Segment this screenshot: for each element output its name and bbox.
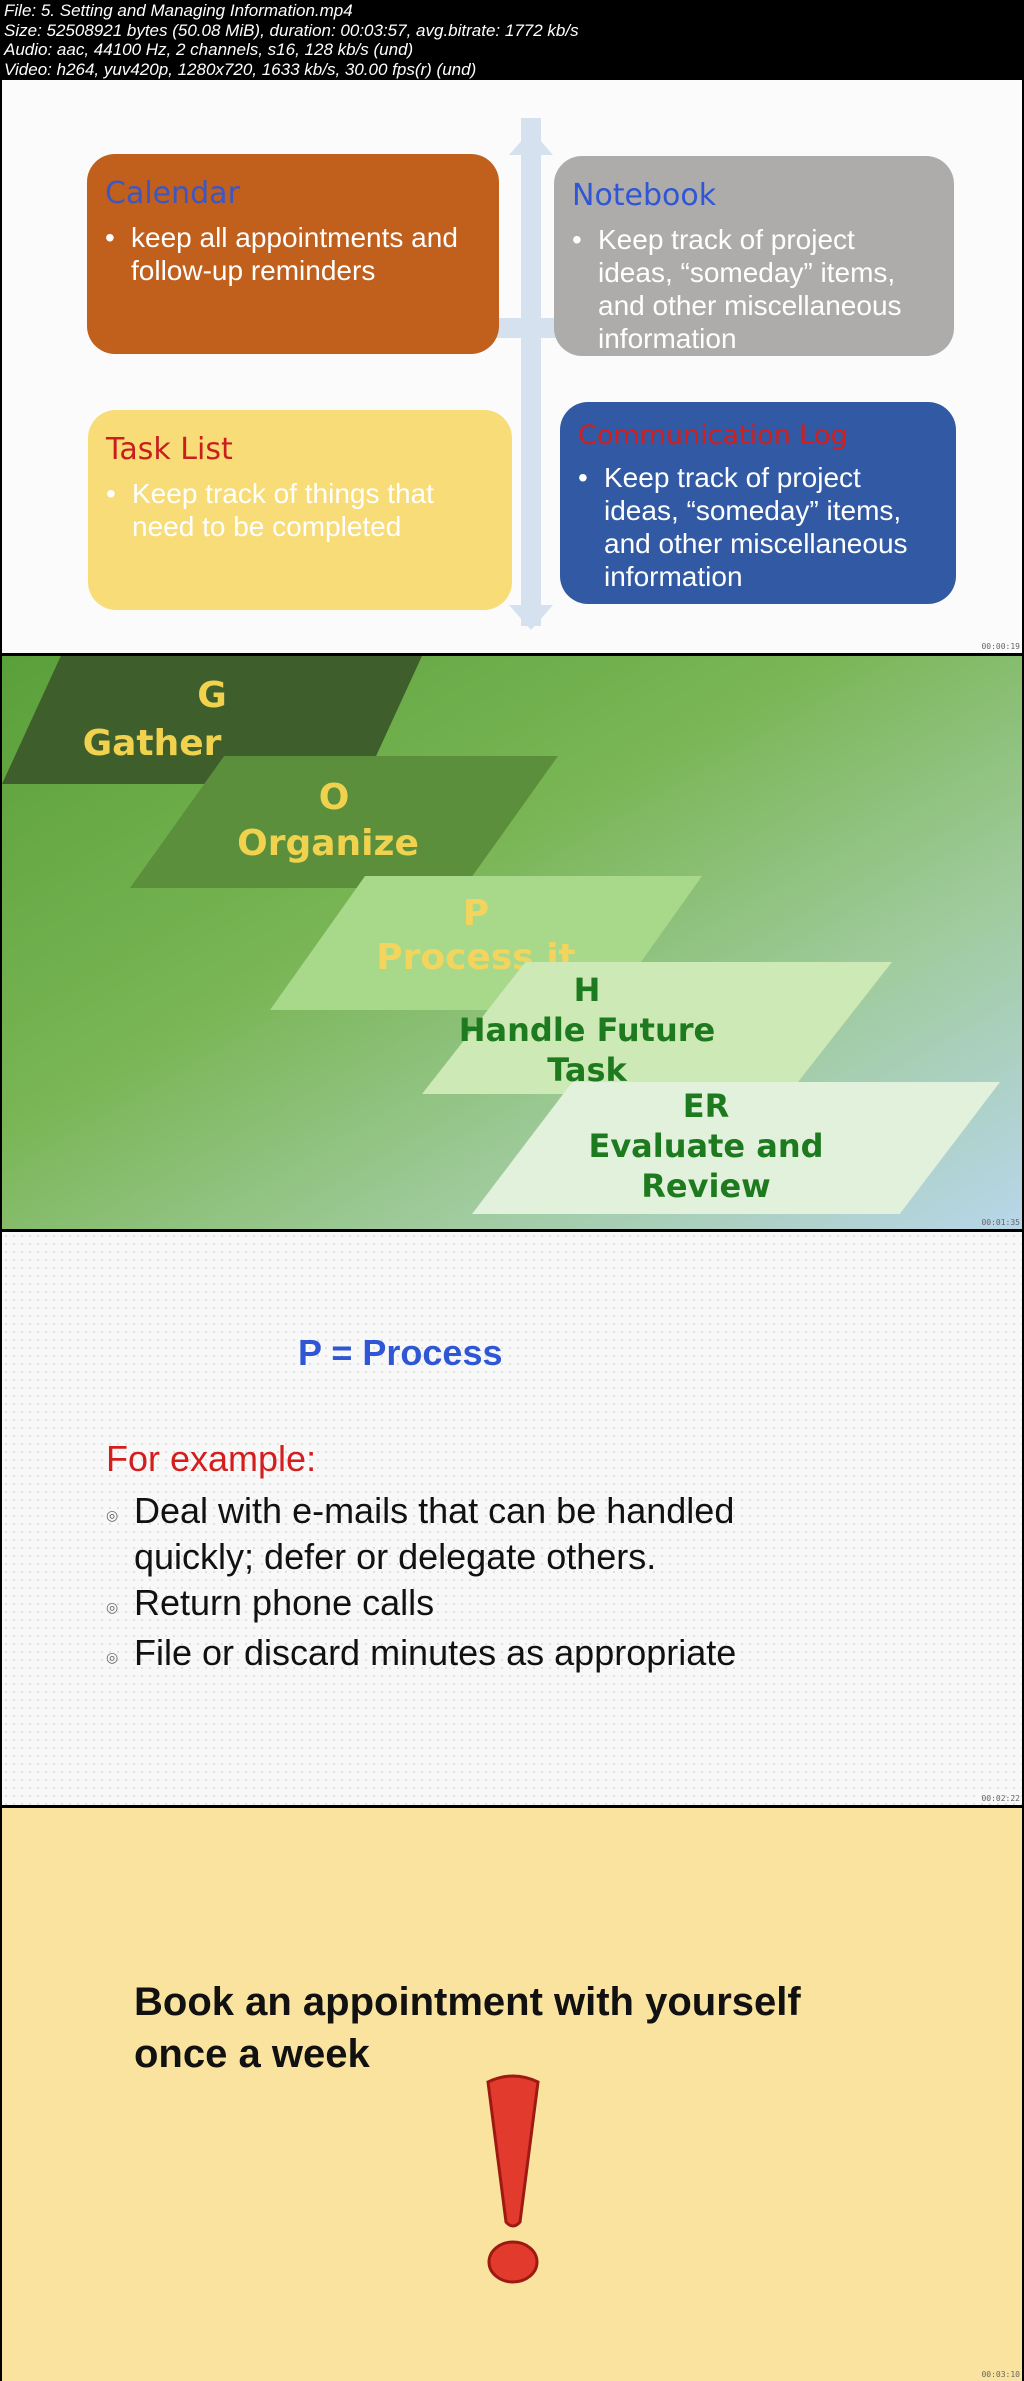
frame-timestamp: 00:01:35 xyxy=(981,1218,1020,1227)
step-evaluate-review: ER Evaluate and Review xyxy=(472,1082,1000,1214)
list-item-line2: quickly; defer or delegate others. xyxy=(134,1536,657,1577)
step-process: P Process it xyxy=(270,876,702,1010)
list-item: ◎ File or discard minutes as appropriate xyxy=(106,1630,866,1680)
step-handle-letter: H xyxy=(573,971,601,1009)
step-organize-letter: O xyxy=(318,777,350,818)
video-info: Video: h264, yuv420p, 1280x720, 1633 kb/… xyxy=(4,59,477,79)
step-gather-letter: G xyxy=(197,675,227,716)
task-list-box: Task List •Keep track of things that nee… xyxy=(88,410,512,610)
communication-log-bullet: Keep track of project ideas, “someday” i… xyxy=(604,462,908,592)
file-size-info: Size: 52508921 bytes (50.08 MiB), durati… xyxy=(4,20,579,40)
exclamation-icon xyxy=(486,2074,540,2284)
file-name: File: 5. Setting and Managing Informatio… xyxy=(4,1,353,20)
bullet-icon: ◎ xyxy=(106,1599,119,1615)
thumbnail-frame-1: Calendar •keep all appointments and foll… xyxy=(2,80,1022,653)
task-list-title: Task List xyxy=(106,432,233,467)
audio-info: Audio: aac, 44100 Hz, 2 channels, s16, 1… xyxy=(4,40,414,59)
bullet-icon: ◎ xyxy=(106,1507,119,1523)
calendar-bullet: keep all appointments and follow-up remi… xyxy=(131,222,458,286)
slide-subtitle: For example: xyxy=(106,1438,317,1479)
message-line1: Book an appointment with yourself xyxy=(134,1980,801,2024)
notebook-box: Notebook •Keep track of project ideas, “… xyxy=(554,156,954,356)
task-list-bullet: Keep track of things that need to be com… xyxy=(132,478,434,542)
example-list: ◎ Deal with e-mails that can be handled … xyxy=(106,1488,866,1680)
communication-log-box: Communication Log •Keep track of project… xyxy=(560,402,956,604)
thumbnail-frame-4: Book an appointment with yourself once a… xyxy=(2,1808,1022,2381)
step-evaluate-word1: Evaluate and xyxy=(588,1127,824,1165)
file-info-header: File: 5. Setting and Managing Informatio… xyxy=(0,0,1024,80)
thumbnail-frame-2: G Gather O Organize P Process it H Handl… xyxy=(2,656,1022,1229)
step-gather-word: Gather xyxy=(82,723,222,764)
frame-timestamp: 00:00:19 xyxy=(981,642,1020,651)
step-evaluate-word2: Review xyxy=(641,1167,771,1205)
notebook-bullet: Keep track of project ideas, “someday” i… xyxy=(598,224,902,354)
calendar-box: Calendar •keep all appointments and foll… xyxy=(87,154,499,354)
message-line2: once a week xyxy=(134,2032,370,2076)
list-item: ◎ Return phone calls xyxy=(106,1580,866,1630)
slide-message: Book an appointment with yourself once a… xyxy=(134,1976,801,2080)
step-process-letter: P xyxy=(462,893,490,934)
list-item-line1: File or discard minutes as appropriate xyxy=(134,1632,737,1673)
list-item-line1: Return phone calls xyxy=(134,1582,435,1623)
step-handle-word1: Handle Future xyxy=(458,1011,716,1049)
step-evaluate-letter: ER xyxy=(682,1087,730,1125)
step-handle-future-task: H Handle Future Task xyxy=(422,962,892,1094)
list-item: ◎ Deal with e-mails that can be handled … xyxy=(106,1488,866,1580)
calendar-title: Calendar xyxy=(105,176,240,211)
notebook-title: Notebook xyxy=(572,178,717,213)
frame-timestamp: 00:02:22 xyxy=(981,1794,1020,1803)
slide-title: P = Process xyxy=(298,1332,503,1373)
thumbnail-frame-3: P = Process For example: ◎ Deal with e-m… xyxy=(2,1232,1022,1805)
frame-timestamp: 00:03:10 xyxy=(981,2370,1020,2379)
list-item-line1: Deal with e-mails that can be handled xyxy=(134,1490,735,1531)
step-organize-word: Organize xyxy=(237,823,419,864)
bullet-icon: ◎ xyxy=(106,1649,119,1665)
communication-log-title: Communication Log xyxy=(578,420,848,451)
step-organize: O Organize xyxy=(130,756,558,888)
